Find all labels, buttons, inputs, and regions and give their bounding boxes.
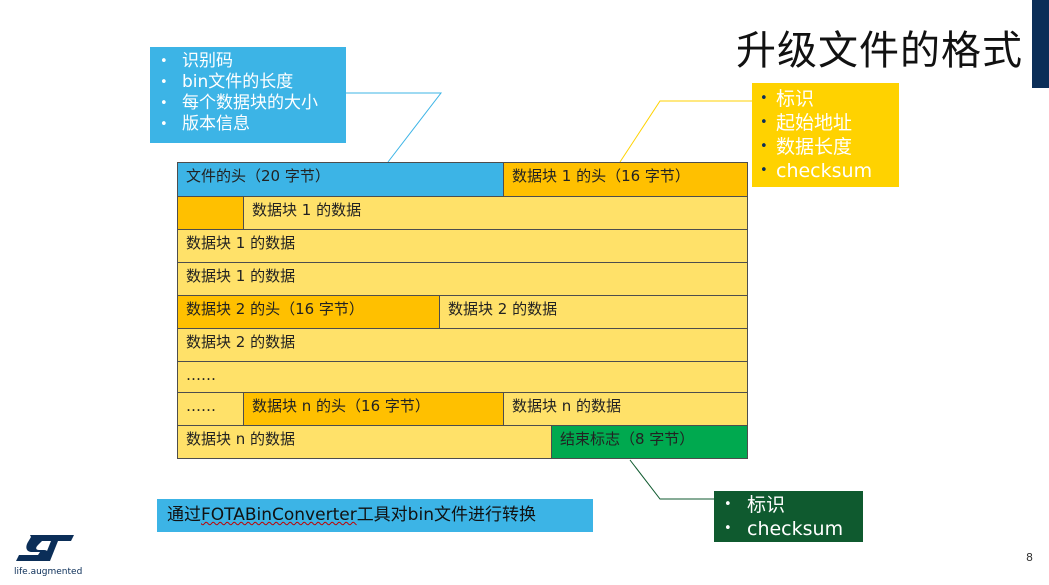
converter-note-prefix: 通过: [167, 505, 201, 525]
block2-data-cell: 数据块 2 的数据: [177, 328, 748, 362]
header-fields-callout: 识别码 bin文件的长度 每个数据块的大小 版本信息: [150, 47, 346, 143]
block1-header-tail-cell: [177, 196, 244, 230]
converter-tool-name: FOTABinConverter: [201, 505, 357, 525]
slide-title: 升级文件的格式: [736, 28, 1023, 74]
callout-item: 起始地址: [760, 111, 899, 135]
ellipsis-cell: ……: [177, 392, 244, 426]
converter-note: 通过FOTABinConverter工具对bin文件进行转换: [157, 499, 593, 532]
blockn-data-cell: 数据块 n 的数据: [503, 392, 748, 426]
converter-note-suffix: 工具对bin文件进行转换: [356, 505, 536, 525]
callout-item: 标识: [724, 493, 863, 517]
block2-data-cell: 数据块 2 的数据: [439, 295, 748, 329]
header-callout-line: [346, 92, 443, 163]
end-flag-callout-line: [629, 459, 714, 500]
callout-item: 识别码: [160, 51, 346, 72]
end-flag-fields-callout: 标识 checksum: [714, 491, 863, 542]
callout-item: 版本信息: [160, 114, 346, 135]
callout-item: 每个数据块的大小: [160, 93, 346, 114]
callout-item: 数据长度: [760, 135, 899, 159]
end-flag-cell: 结束标志（8 字节）: [551, 425, 748, 459]
page-number: 8: [1026, 551, 1033, 564]
callout-item: checksum: [760, 159, 899, 183]
callout-item: checksum: [724, 517, 863, 541]
ellipsis-row: ……: [177, 361, 748, 393]
file-header-cell: 文件的头（20 字节）: [177, 162, 504, 197]
blockn-header-cell: 数据块 n 的头（16 字节）: [243, 392, 504, 426]
callout-item: 标识: [760, 87, 899, 111]
block1-data-cell: 数据块 1 的数据: [243, 196, 748, 230]
blockn-data-cell: 数据块 n 的数据: [177, 425, 552, 459]
block2-header-cell: 数据块 2 的头（16 字节）: [177, 295, 440, 329]
block-header-fields-callout: 标识 起始地址 数据长度 checksum: [752, 83, 899, 187]
logo-tagline: life.augmented: [14, 567, 83, 577]
st-logo-icon: [16, 535, 74, 561]
block1-data-cell: 数据块 1 的数据: [177, 262, 748, 296]
st-logo: [14, 531, 84, 579]
block1-header-cell: 数据块 1 的头（16 字节）: [503, 162, 748, 197]
callout-item: bin文件的长度: [160, 72, 346, 93]
accent-bar: [1032, 0, 1049, 88]
block1-data-cell: 数据块 1 的数据: [177, 229, 748, 263]
block-header-callout-line: [619, 100, 752, 163]
